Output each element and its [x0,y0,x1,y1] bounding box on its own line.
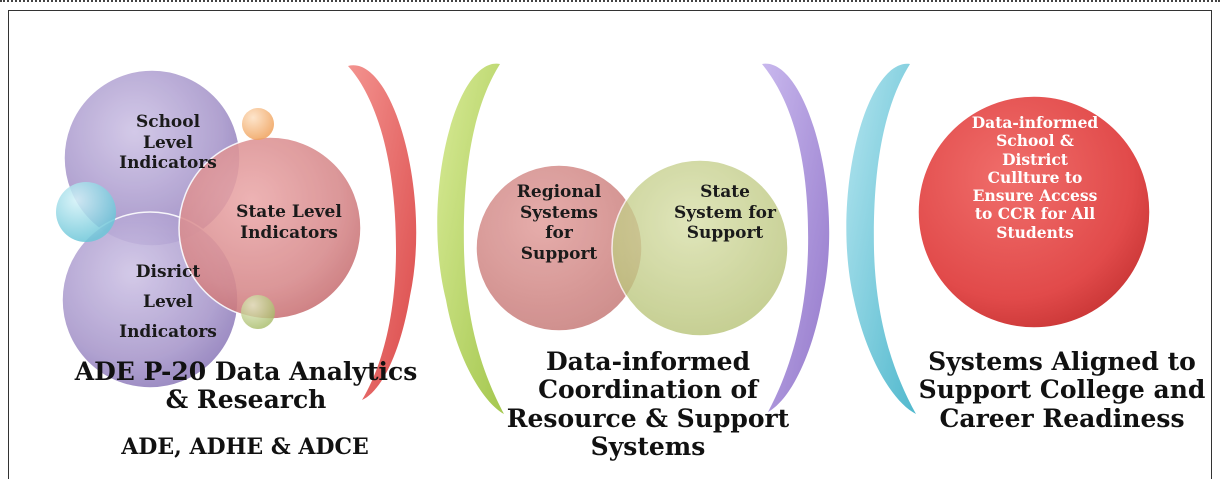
frame-top-line [8,10,1211,11]
top-dotted-border [0,0,1220,2]
label-regional-systems: Regional Systems for Support [516,182,602,265]
caption-coordination: Data-informed Coordination of Resource &… [506,347,790,461]
bubble-green [241,295,275,329]
caption-systems-aligned: Systems Aligned to Support College and C… [918,347,1206,433]
label-school-level: School Level Indicators [119,112,217,174]
bubble-teal [56,182,116,242]
circle-ccr-culture [917,95,1151,329]
label-state-level: State Level Indicators [236,202,342,243]
caption-agencies: ADE, ADHE & ADCE [121,434,369,460]
arc-red [348,65,417,401]
bubble-orange [242,108,274,140]
caption-data-analytics: ADE P-20 Data Analytics & Research [74,357,418,414]
frame-left-line [8,10,9,479]
frame-right-line [1211,10,1212,479]
arc-green [437,63,504,415]
arc-purple [762,63,830,413]
arc-teal [846,63,916,415]
label-ccr-culture: Data-informed School & District Cullture… [971,113,1099,242]
label-state-system: State System for Support [674,182,776,244]
label-district-level: Disrict Level Indicators [119,262,217,342]
circle-state-system [611,159,789,337]
